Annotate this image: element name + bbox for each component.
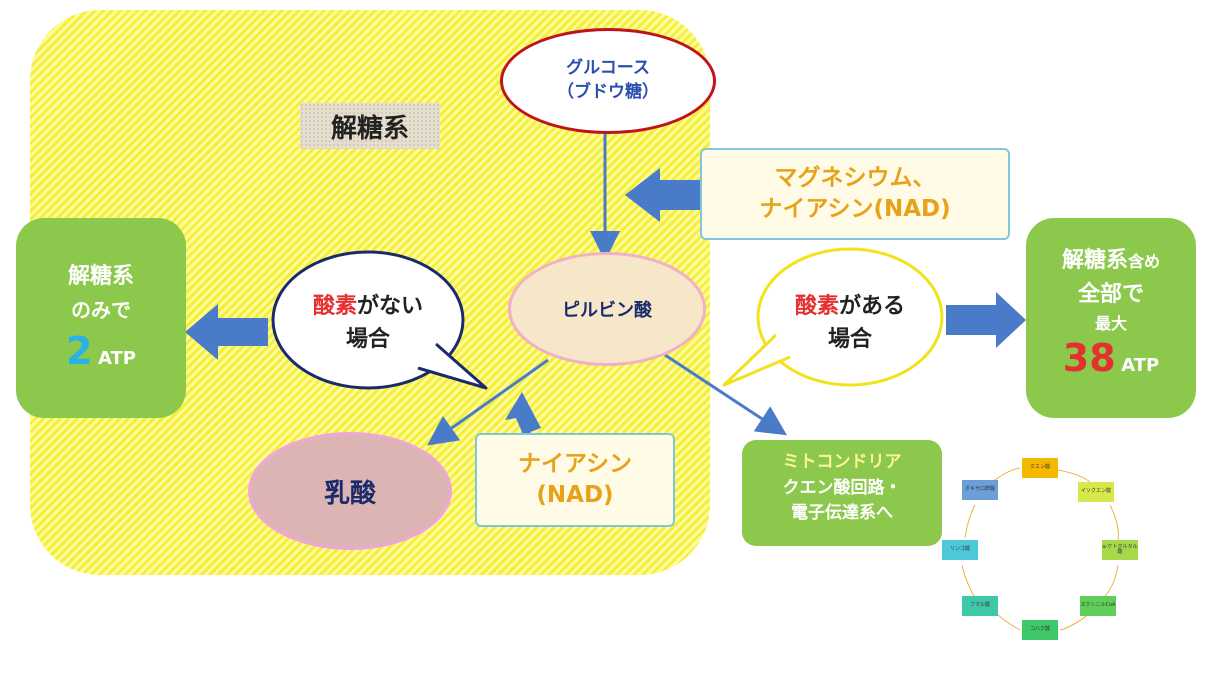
cofactor-top-line2: ナイアシン(NAD): [759, 196, 951, 222]
pyruvate-ellipse: ピルビン酸: [508, 252, 706, 366]
pyruvate-to-lactate-arrow: [427, 358, 549, 446]
cofactor-top-box: マグネシウム、 ナイアシン(NAD): [700, 148, 1010, 240]
lactic-acid-label: 乳酸: [323, 478, 376, 509]
with-oxygen-line2: 場合: [827, 327, 872, 352]
lactic-acid-ellipse: 乳酸: [248, 432, 452, 550]
anaerobic-line1: 解糖系: [67, 264, 134, 289]
cofactor-bottom-box: ナイアシン (NAD): [475, 433, 675, 527]
anaerobic-number: 2: [65, 329, 93, 373]
no-oxygen-bubble: [271, 250, 488, 390]
no-oxygen-rest: がない: [357, 294, 424, 319]
with-oxygen-rest: がある: [839, 294, 906, 319]
glucose-ellipse: グルコース （ブドウ糖）: [500, 28, 716, 134]
aerobic-line2: 全部で: [1077, 282, 1144, 307]
left-block-arrow: [185, 304, 268, 360]
pyruvate-to-mitochondria-arrow: [664, 353, 788, 436]
cofactor-bottom-line2: (NAD): [536, 482, 614, 508]
glycolysis-label: 解糖系: [300, 103, 440, 149]
aerobic-unit: ATP: [1121, 355, 1160, 376]
with-oxygen-highlight: 酸素: [794, 294, 839, 319]
tca-node: オキサロ酢酸: [962, 480, 998, 500]
anaerobic-line2: のみで: [71, 298, 131, 322]
no-oxygen-highlight: 酸素: [312, 294, 357, 319]
tca-cycle-arrows: [961, 467, 1119, 631]
aerobic-number: 38: [1062, 336, 1116, 380]
anaerobic-result-box: 解糖系 のみで 2 ATP: [16, 218, 186, 418]
mitochondria-box: ミトコンドリア クエン酸回路・ 電子伝達系へ: [742, 440, 942, 546]
no-oxygen-text: 酸素がない 場合: [278, 290, 458, 356]
aerobic-result-box: 解糖系含め 全部で 最大 38 ATP: [1026, 218, 1196, 418]
cofactor-top-block-arrow: [625, 168, 700, 222]
tca-node: クエン酸: [1022, 458, 1058, 478]
tca-node: リンゴ酸: [942, 540, 978, 560]
cofactor-bottom-line1: ナイアシン: [517, 450, 633, 477]
aerobic-line3: 最大: [1094, 314, 1127, 333]
tca-node: α-ケトグルタル酸: [1102, 540, 1138, 560]
mitochondria-line3: 電子伝達系へ: [791, 503, 893, 523]
right-block-arrow: [946, 292, 1026, 348]
tca-node: イソクエン酸: [1078, 482, 1114, 502]
mitochondria-line2: クエン酸回路・: [782, 477, 902, 498]
anaerobic-unit: ATP: [98, 348, 137, 369]
aerobic-line1: 解糖系: [1061, 248, 1128, 273]
tca-node: フマル酸: [962, 596, 998, 616]
pyruvate-label: ピルビン酸: [562, 300, 652, 321]
tca-node: コハク酸: [1022, 620, 1058, 640]
cofactor-top-line1: マグネシウム、: [774, 164, 936, 191]
mitochondria-line1: ミトコンドリア: [782, 452, 902, 472]
tca-node: スクシニルCoA: [1080, 596, 1116, 616]
glucose-label: グルコース: [566, 58, 650, 79]
glucose-sublabel: （ブドウ糖）: [557, 82, 659, 102]
aerobic-line1-small: 含め: [1128, 252, 1161, 271]
with-oxygen-bubble: [722, 247, 944, 387]
with-oxygen-text: 酸素がある 場合: [760, 290, 940, 356]
no-oxygen-line2: 場合: [345, 327, 390, 352]
